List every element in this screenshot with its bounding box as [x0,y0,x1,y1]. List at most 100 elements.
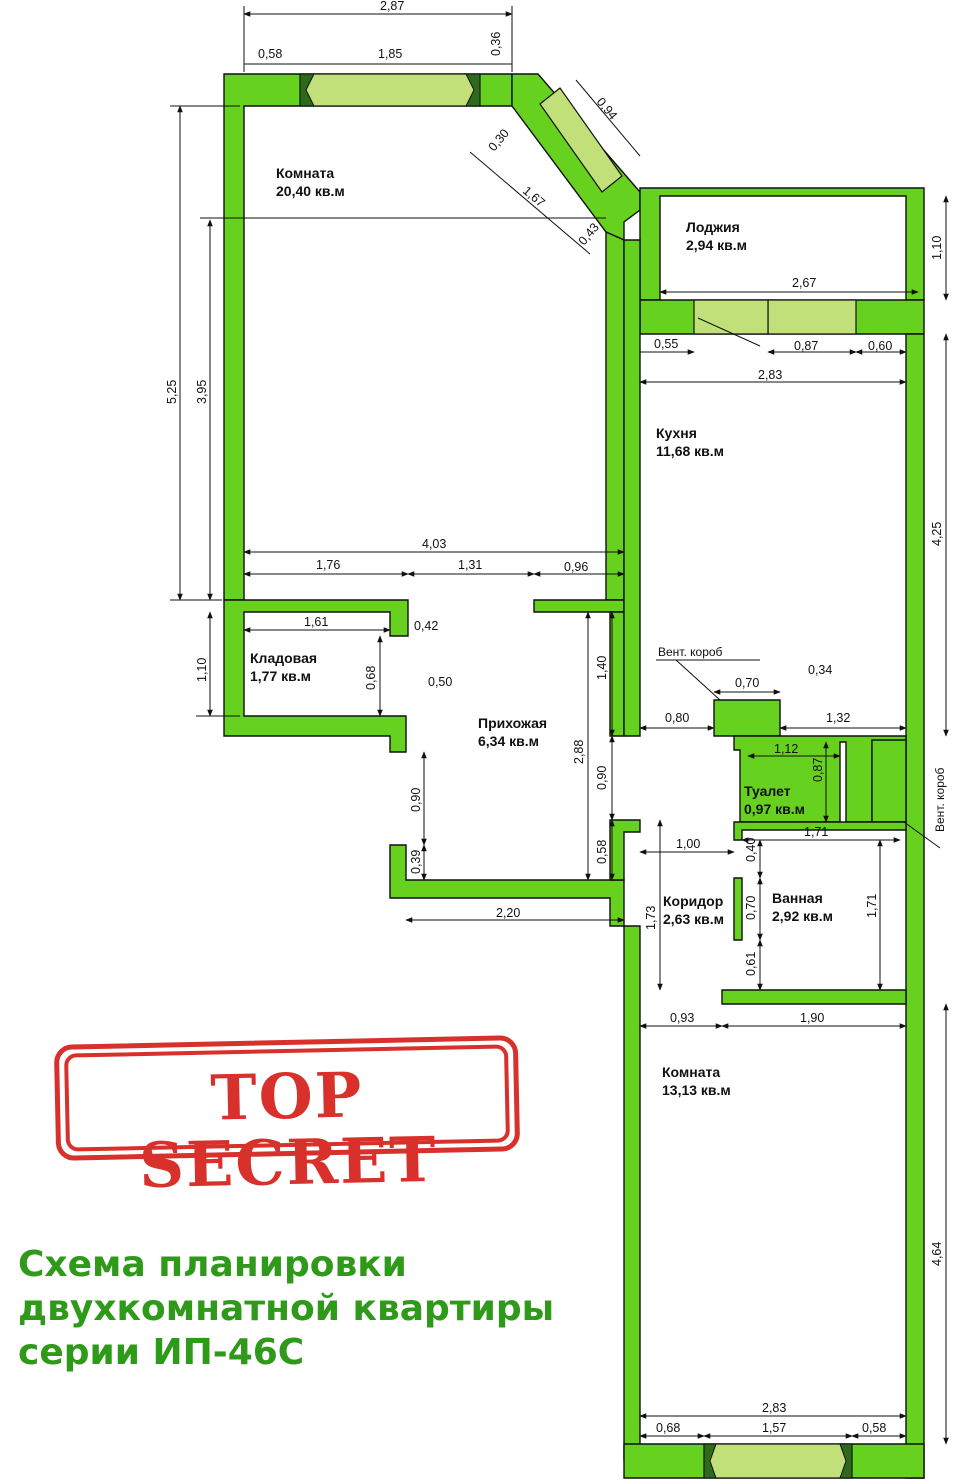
wall-right-outer [905,333,925,1479]
room2-name: Комната [662,1064,720,1080]
wc-name: Туалет [744,783,791,799]
dim-pass-080: 0,80 [665,711,689,725]
window-room1 [299,73,481,107]
caption-line-2: двухкомнатной квартиры [18,1288,555,1329]
dim-r2-464: 4,64 [930,1242,944,1266]
corridor-name: Коридор [663,893,723,909]
wall-bath-left [733,877,743,941]
dim-bath-040: 0,40 [744,838,758,862]
dim-storage-161: 1,61 [304,615,328,629]
wall-bath-bottom [721,989,907,1005]
dim-top-window: 1,85 [378,47,402,61]
dim-hall-140: 1,40 [595,656,609,680]
dim-hall-090a: 0,90 [595,766,609,790]
hall-name: Прихожая [478,715,547,731]
dim-room1-525: 5,25 [165,380,179,404]
room2-area: 13,13 кв.м [662,1082,731,1098]
window-bay [539,87,623,193]
window-room1-frame-l [299,73,315,107]
room1-area: 20,40 кв.м [276,183,345,199]
dim-wall-132: 1,32 [826,711,850,725]
dim-top-right: 0,36 [489,32,503,56]
wall-storage-top [223,599,409,753]
windows [299,73,857,1479]
dim-vent-070: 0,70 [735,676,759,690]
dim-kitchen-055: 0,55 [654,337,678,351]
dim-hall-096: 0,96 [564,560,588,574]
loggia-name: Лоджия [686,219,740,235]
dim-top-total: 2,87 [380,0,404,13]
dim-top-left: 0,58 [258,47,282,61]
dim-bay-030: 0,30 [486,126,512,154]
room-labels: Комната 20,40 кв.м Лоджия 2,94 кв.м Кухн… [250,165,947,1098]
vent-note-1: Вент. короб [658,645,723,659]
dim-r2-058: 0,58 [862,1421,886,1435]
wall-hall-top-right [533,599,625,613]
wall-loggia [639,187,925,301]
stamp-text: TOP SECRET [138,1058,439,1203]
wall-hall-right-lower [609,819,641,881]
bath-area: 2,92 кв.м [772,908,833,924]
dim-storage-042: 0,42 [414,619,438,633]
dim-kitchen-425: 4,25 [930,522,944,546]
dim-room1-403: 4,03 [422,537,446,551]
caption-line-1: Схема планировки [18,1244,407,1285]
dim-hall-039: 0,39 [409,850,423,874]
dim-bay-094: 0,94 [594,95,620,123]
dim-r2-093: 0,93 [670,1011,694,1025]
kitchen-area: 11,68 кв.м [656,443,724,459]
plan-caption: Схема планировки двухкомнатной квартиры … [18,1243,638,1375]
kitchen-name: Кухня [656,425,697,441]
dim-hall-176: 1,76 [316,558,340,572]
wall-bath [733,821,907,841]
vent-note-2: Вент. короб [933,767,947,832]
window-kitchen-left [693,299,769,335]
dim-corr-100: 1,00 [676,837,700,851]
window-loggia [767,299,857,335]
dim-vent-034: 0,34 [808,663,832,677]
dim-storage-068: 0,68 [364,666,378,690]
loggia-area: 2,94 кв.м [686,237,747,253]
dim-corr-173: 1,73 [644,906,658,930]
window-room2-frame-r [839,1443,853,1479]
window-room1-frame-r [465,73,481,107]
window-room2-frame-l [703,1443,717,1479]
storage-name: Кладовая [250,650,317,666]
dim-wc-112: 1,12 [774,742,798,756]
room1-name: Комната [276,165,334,181]
wc-area: 0,97 кв.м [744,801,805,817]
dim-hall-058: 0,58 [595,840,609,864]
dim-hall-220: 2,20 [496,906,520,920]
dimension-lines [170,6,949,1445]
dim-hall-090b: 0,90 [409,788,423,812]
top-secret-stamp: TOP SECRET [53,1035,521,1202]
dim-room1-395: 3,95 [195,380,209,404]
dim-bath-171a: 1,71 [804,825,828,839]
wall-vent2 [871,739,907,823]
dim-r2-190: 1,90 [800,1011,824,1025]
kitchen-door-swing [697,317,761,347]
wall-bay [511,73,641,242]
dim-storage-110: 1,10 [195,658,209,682]
wall-room1-top [223,73,513,601]
dim-hall-131: 1,31 [458,558,482,572]
corridor-area: 2,63 кв.м [663,911,724,927]
dim-r2-157: 1,57 [762,1421,786,1435]
wall-room1-right [605,230,625,601]
storage-area: 1,77 кв.м [250,668,311,684]
dim-wc-087: 0,87 [811,758,825,782]
dim-kitchen-283: 2,83 [758,368,782,382]
dim-hall-050: 0,50 [428,675,452,689]
caption-line-3: серии ИП-46С [18,1332,305,1373]
dim-bath-070: 0,70 [744,896,758,920]
dim-kitchen-087: 0,87 [794,339,818,353]
dim-r2-283: 2,83 [762,1401,786,1415]
dim-r2-068: 0,68 [656,1421,680,1435]
bath-name: Ванная [772,890,823,906]
window-room2 [703,1443,853,1479]
wall-kitchen-left [623,239,641,737]
dim-hall-288: 2,88 [572,740,586,764]
dim-kitchen-060: 0,60 [868,339,892,353]
dim-loggia-267: 2,67 [792,276,816,290]
